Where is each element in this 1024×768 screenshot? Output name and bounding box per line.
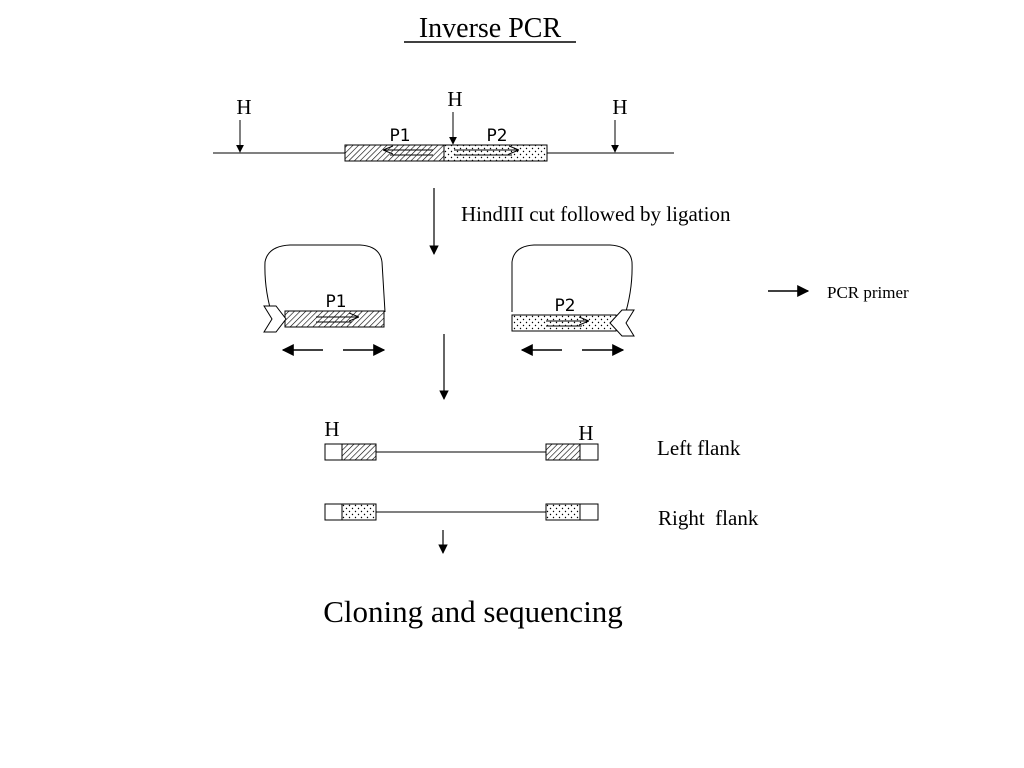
right-flank-product: Right flank <box>324 503 759 530</box>
circle-left-primer-label: P1 <box>325 292 346 312</box>
right-flank-label: Right flank <box>658 506 759 530</box>
right-flank-end-box-right <box>579 503 599 521</box>
insert-right-half <box>443 144 548 162</box>
hindiii-site-label-left: H <box>236 95 251 119</box>
legend: PCR primer <box>768 283 909 302</box>
diagram-title: Inverse PCR <box>419 13 562 44</box>
step1-caption: HindIII cut followed by ligation <box>461 202 731 226</box>
left-flank-end-box-left <box>324 443 343 461</box>
left-flank-end-box-right <box>579 443 599 461</box>
circle-right-insert <box>511 314 617 332</box>
final-caption: Cloning and sequencing <box>323 594 623 629</box>
left-flank-product: H H Left flank <box>324 417 741 461</box>
right-flank-insert-right <box>545 503 581 521</box>
right-flank-insert-left <box>341 503 377 521</box>
circle-left-junction-arrow <box>263 305 287 333</box>
primer-p1-label: P1 <box>389 126 410 146</box>
circle-left-loop <box>264 244 386 319</box>
primer-p2-label: P2 <box>486 126 507 146</box>
circle-right-fragment: P2 <box>511 244 635 356</box>
legend-primer-label: PCR primer <box>827 283 909 302</box>
circle-right-loop <box>511 244 633 319</box>
insert-left-half <box>344 144 445 162</box>
left-flank-insert-right <box>545 443 581 461</box>
hindiii-site-label-right: H <box>612 95 627 119</box>
left-flank-label: Left flank <box>657 436 741 460</box>
hindiii-site-label-middle: H <box>447 87 462 111</box>
left-flank-insert-left <box>341 443 377 461</box>
circle-left-insert <box>284 310 385 328</box>
left-flank-site-label-left: H <box>324 417 339 441</box>
genomic-dna-section: P1 P2 H H H <box>213 87 674 162</box>
circle-left-fragment: P1 <box>263 244 386 356</box>
circle-right-junction-arrow <box>609 309 635 337</box>
left-flank-site-label-right: H <box>578 421 593 445</box>
right-flank-end-box-left <box>324 503 343 521</box>
circle-right-primer-label: P2 <box>554 296 575 316</box>
